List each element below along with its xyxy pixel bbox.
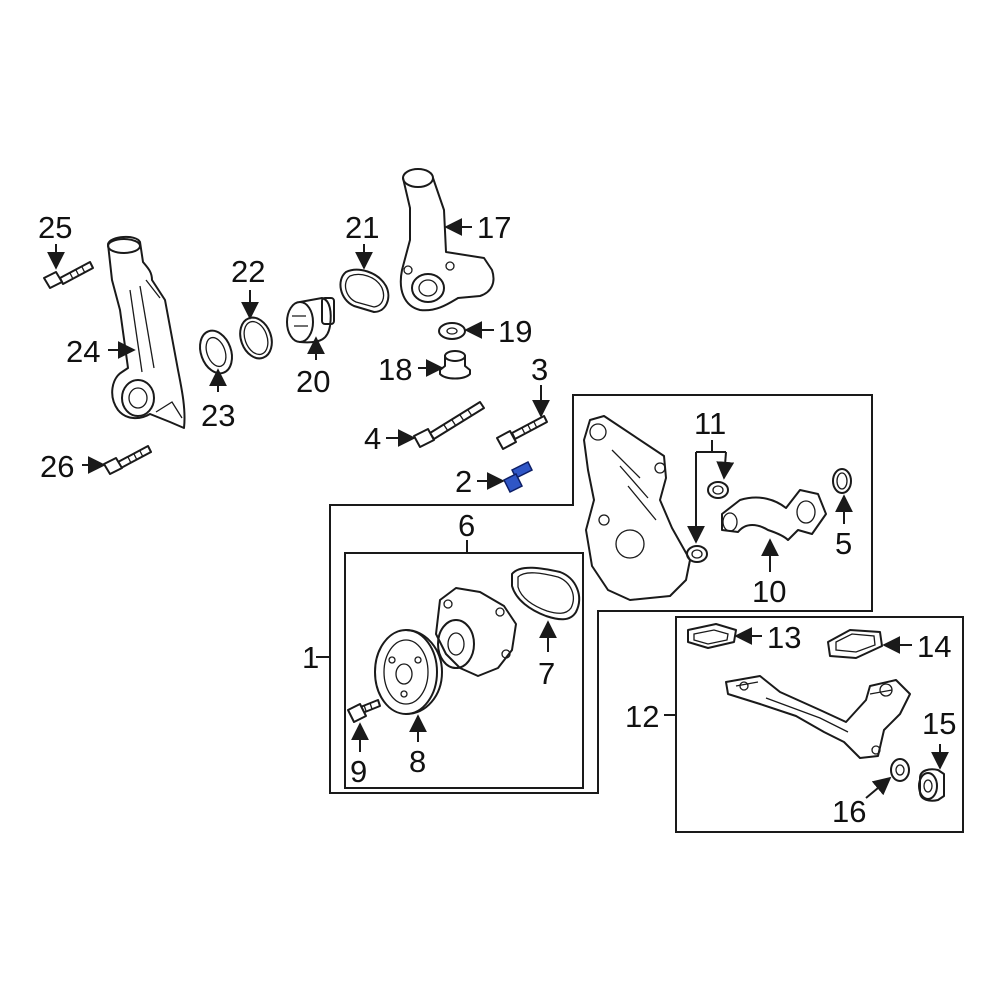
- pulley-bolt-part-9[interactable]: [347, 699, 381, 723]
- leader-11: [696, 440, 726, 453]
- callout-13: 13: [767, 620, 801, 655]
- leader-lines: [47, 218, 949, 799]
- callout-12: 12: [625, 699, 659, 734]
- callout-2: 2: [455, 464, 472, 499]
- plug-part-18[interactable]: [439, 350, 471, 380]
- callout-3: 3: [531, 352, 548, 387]
- o-ring-part-11-upper[interactable]: [707, 481, 729, 499]
- bolt-part-3[interactable]: [496, 415, 548, 450]
- gasket-part-21[interactable]: [339, 268, 390, 313]
- callout-17: 17: [477, 210, 511, 245]
- group-frame-1: [329, 394, 873, 794]
- leader-16: [865, 776, 892, 799]
- callout-labels: 25 24 26 23 22 20 21 17 19 18 3 4 2 11 5…: [38, 210, 956, 829]
- o-ring-part-5[interactable]: [832, 468, 852, 494]
- pump-gasket-part-7[interactable]: [511, 566, 581, 621]
- callout-19: 19: [498, 314, 532, 349]
- callout-18: 18: [378, 352, 412, 387]
- pulley-part-8[interactable]: [374, 629, 443, 715]
- bracket-pad-part-14[interactable]: [827, 629, 883, 659]
- outlet-pipe-part-24[interactable]: [107, 236, 186, 429]
- seal-part-23[interactable]: [194, 326, 237, 378]
- callout-20: 20: [296, 364, 330, 399]
- callout-26: 26: [40, 449, 74, 484]
- group-frame-12: [675, 616, 964, 833]
- bracket-pad-part-13[interactable]: [687, 623, 737, 649]
- callout-1: 1: [302, 640, 319, 675]
- callout-4: 4: [364, 421, 381, 456]
- group-frame-6: [344, 552, 584, 789]
- callout-10: 10: [752, 574, 786, 609]
- callout-11: 11: [694, 406, 726, 441]
- callout-21: 21: [345, 210, 379, 245]
- callout-24: 24: [66, 334, 100, 369]
- snap-ring-part-22[interactable]: [235, 313, 278, 363]
- water-pump-body: [435, 587, 517, 677]
- callout-5: 5: [835, 526, 852, 561]
- water-outlet-housing-part-17[interactable]: [399, 168, 495, 312]
- callout-22: 22: [231, 254, 265, 289]
- water-pump-housing: [583, 415, 691, 601]
- callout-6: 6: [458, 508, 475, 543]
- bolt-part-26[interactable]: [103, 445, 152, 475]
- callout-15: 15: [922, 706, 956, 741]
- callout-14: 14: [917, 629, 951, 664]
- bolt-part-25[interactable]: [43, 261, 94, 289]
- callout-25: 25: [38, 210, 72, 245]
- thermostat-part-20[interactable]: [286, 297, 335, 344]
- water-pipe-part-10[interactable]: [721, 489, 827, 541]
- washer-part-16[interactable]: [890, 758, 910, 782]
- bracket-part-12[interactable]: [725, 675, 911, 759]
- bolt-part-2-highlighted[interactable]: [502, 460, 534, 494]
- callout-8: 8: [409, 744, 426, 779]
- bolt-part-4[interactable]: [413, 401, 485, 448]
- callout-7: 7: [538, 656, 555, 691]
- callout-9: 9: [350, 754, 367, 789]
- washer-part-19[interactable]: [438, 322, 466, 340]
- bushing-part-15[interactable]: [918, 768, 945, 802]
- callout-23: 23: [201, 398, 235, 433]
- callout-16: 16: [832, 794, 866, 829]
